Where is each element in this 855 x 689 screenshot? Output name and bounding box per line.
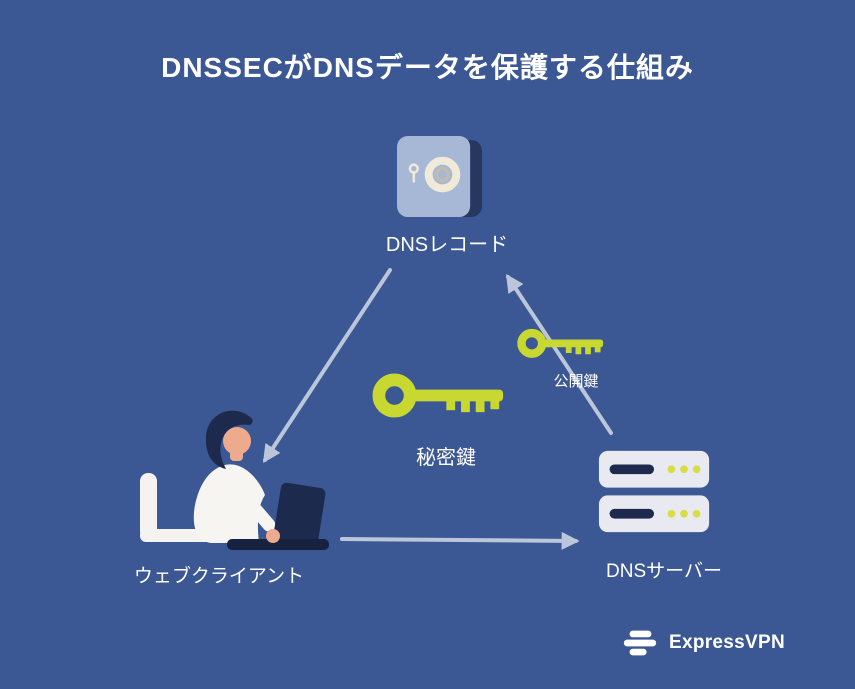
web-client-illustration: [133, 403, 343, 551]
arrow-server-to-record: [506, 273, 613, 435]
expressvpn-logo-icon: [623, 630, 657, 656]
brand-logo: ExpressVPN: [621, 627, 785, 659]
diagram-title: DNSSECがDNSデータを保護する仕組み: [161, 52, 694, 83]
dns-server-label: DNSサーバー: [606, 561, 722, 582]
brand-name: ExpressVPN: [668, 632, 785, 653]
arrow-record-to-client: [263, 268, 392, 464]
safe-icon: [393, 135, 488, 222]
dns-record-label: DNSレコード: [385, 234, 509, 256]
arrow-client-to-server: [340, 531, 580, 550]
private-key-icon: [372, 366, 509, 427]
public-key-icon: [517, 322, 607, 366]
web-client-label: ウェブクライアント: [133, 566, 305, 587]
public-key-label: 公開鍵: [553, 373, 599, 390]
server-icon: [597, 449, 713, 536]
private-key-label: 秘密鍵: [416, 447, 476, 469]
